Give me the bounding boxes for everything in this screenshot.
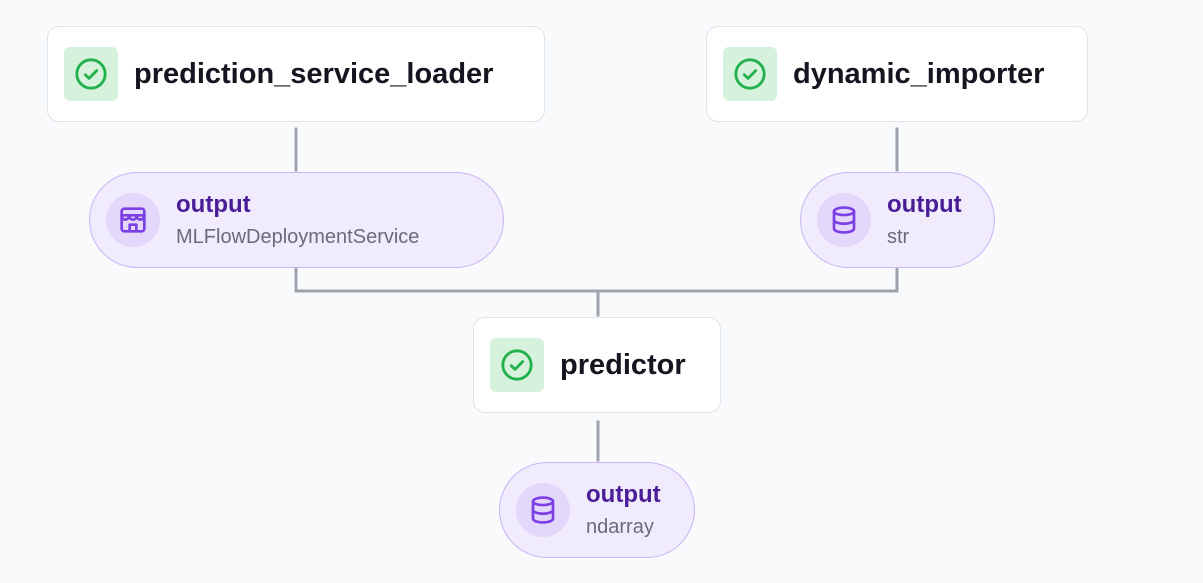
status-success-badge	[64, 47, 118, 101]
step-name: dynamic_importer	[793, 57, 1045, 90]
edge-outputs-to-predictor	[294, 266, 899, 317]
artifact-node-str-output[interactable]: output str	[800, 172, 995, 268]
artifact-icon-badge	[516, 483, 570, 537]
artifact-icon-badge	[817, 193, 871, 247]
artifact-icon-badge	[106, 193, 160, 247]
check-circle-icon	[501, 349, 533, 381]
artifact-node-service-output[interactable]: output MLFlowDeploymentService	[89, 172, 504, 268]
artifact-type: str	[887, 226, 910, 248]
database-icon	[531, 496, 555, 524]
check-circle-icon	[75, 58, 107, 90]
step-node-dynamic-importer[interactable]: dynamic_importer	[706, 26, 1088, 122]
artifact-type: MLFlowDeploymentService	[176, 226, 420, 248]
service-store-icon	[120, 207, 146, 233]
check-circle-icon	[734, 58, 766, 90]
status-success-badge	[723, 47, 777, 101]
artifact-name: output	[887, 191, 962, 218]
artifact-node-ndarray-output[interactable]: output ndarray	[499, 462, 695, 558]
artifact-name: output	[176, 191, 251, 218]
step-name: prediction_service_loader	[134, 57, 494, 90]
database-icon	[832, 206, 856, 234]
status-success-badge	[490, 338, 544, 392]
artifact-type: ndarray	[586, 516, 654, 538]
step-name: predictor	[560, 348, 686, 381]
artifact-name: output	[586, 481, 661, 508]
step-node-prediction-service-loader[interactable]: prediction_service_loader	[47, 26, 545, 122]
step-node-predictor[interactable]: predictor	[473, 317, 721, 413]
